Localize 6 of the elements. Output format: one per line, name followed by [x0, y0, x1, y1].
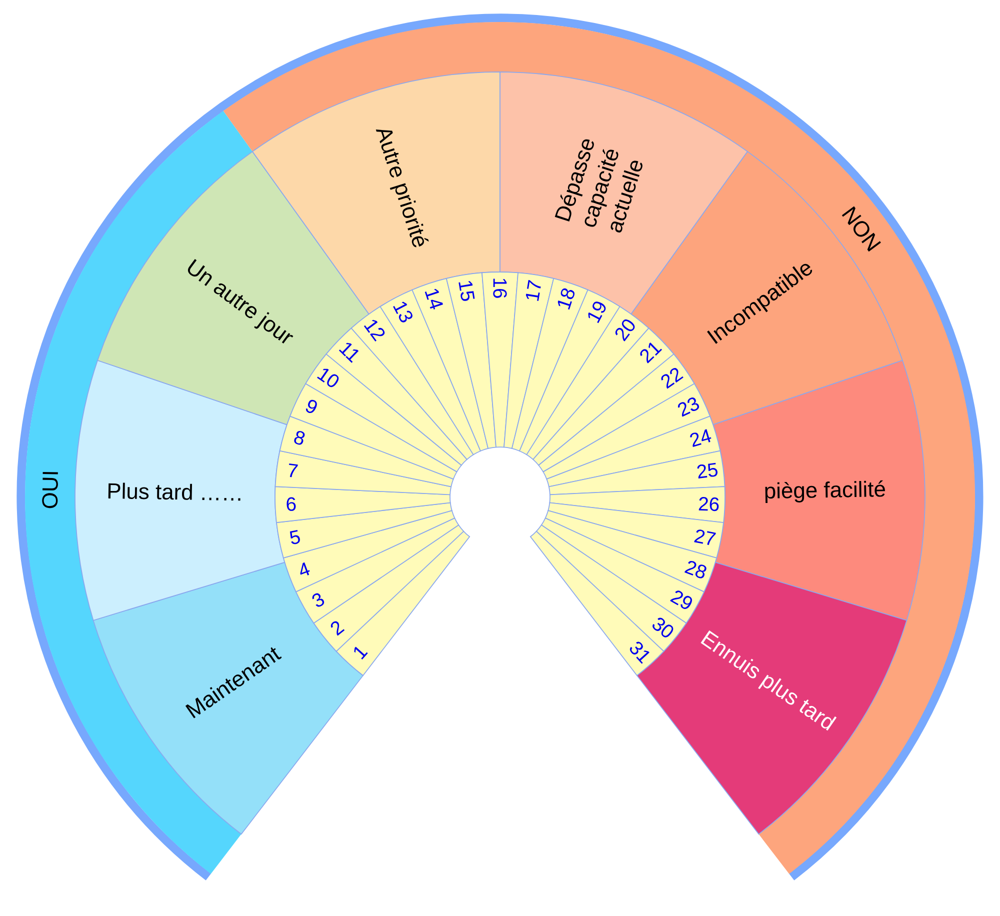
day-cell: 6 — [274, 486, 451, 524]
day-cell: 26 — [549, 486, 726, 524]
day-cell: 25 — [548, 450, 726, 496]
category-sector: Plus tard …… — [74, 360, 288, 621]
day-cell: 7 — [274, 450, 452, 496]
day-cell: 16 — [482, 272, 518, 448]
